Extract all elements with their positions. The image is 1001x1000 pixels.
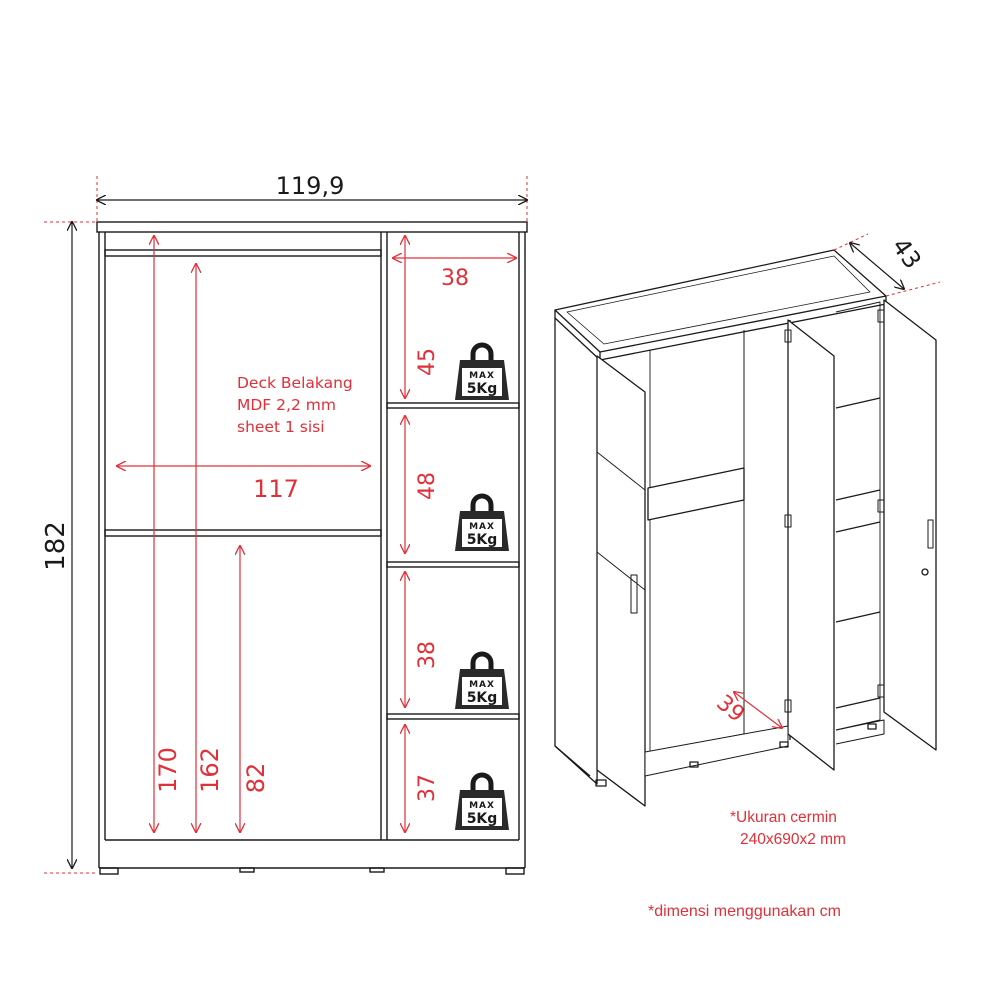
max-load-weight-icon: MAX 5Kg: [455, 496, 509, 551]
inner-depth-arrow: [734, 692, 782, 728]
height-label: 182: [41, 521, 71, 571]
max-load-weight-icon: MAX 5Kg: [455, 654, 509, 709]
comp2-label: 48: [415, 472, 440, 500]
comp4-label: 37: [415, 774, 440, 802]
front-view: [44, 176, 528, 875]
svg-text:5Kg: 5Kg: [467, 811, 498, 827]
height-162-label: 162: [196, 747, 224, 793]
mirror-note-line-2: 240x690x2 mm: [740, 831, 846, 848]
units-note: *dimensi menggunakan cm: [648, 903, 841, 920]
shelf-2: [386, 561, 520, 568]
upper-rail: [104, 249, 382, 257]
svg-text:MAX: MAX: [469, 801, 495, 811]
isometric-view: [554, 249, 937, 807]
comp3-label: 38: [415, 641, 440, 669]
back-panel-note: Deck Belakang MDF 2,2 mm sheet 1 sisi: [237, 374, 353, 436]
svg-text:sheet 1 sisi: sheet 1 sisi: [237, 418, 325, 436]
height-82-label: 82: [242, 763, 270, 794]
shelf-3: [386, 713, 520, 720]
svg-text:5Kg: 5Kg: [467, 532, 498, 548]
mirror-note-line-1: *Ukuran cermin: [730, 809, 837, 826]
lower-rail: [104, 529, 382, 537]
shelf-1: [386, 402, 520, 409]
height-170-label: 170: [154, 747, 182, 793]
svg-text:5Kg: 5Kg: [467, 381, 498, 397]
shelf-width-label: 38: [441, 266, 469, 291]
depth-arrow: [850, 243, 904, 289]
depth-label: 43: [886, 233, 926, 274]
max-load-weight-icon: MAX 5Kg: [455, 345, 509, 400]
svg-text:Deck Belakang: Deck Belakang: [237, 374, 353, 392]
max-load-weight-icon: MAX 5Kg: [455, 775, 509, 830]
svg-text:MAX: MAX: [469, 680, 495, 690]
svg-text:5Kg: 5Kg: [467, 690, 498, 706]
svg-text:MAX: MAX: [469, 371, 495, 381]
inner-depth-label: 39: [711, 690, 749, 727]
comp1-label: 45: [415, 348, 440, 376]
svg-text:MDF 2,2 mm: MDF 2,2 mm: [237, 396, 336, 414]
top-board: [96, 221, 528, 233]
svg-text:MAX: MAX: [469, 522, 495, 532]
width-label: 119,9: [276, 172, 345, 200]
inner-width-label: 117: [253, 475, 299, 503]
